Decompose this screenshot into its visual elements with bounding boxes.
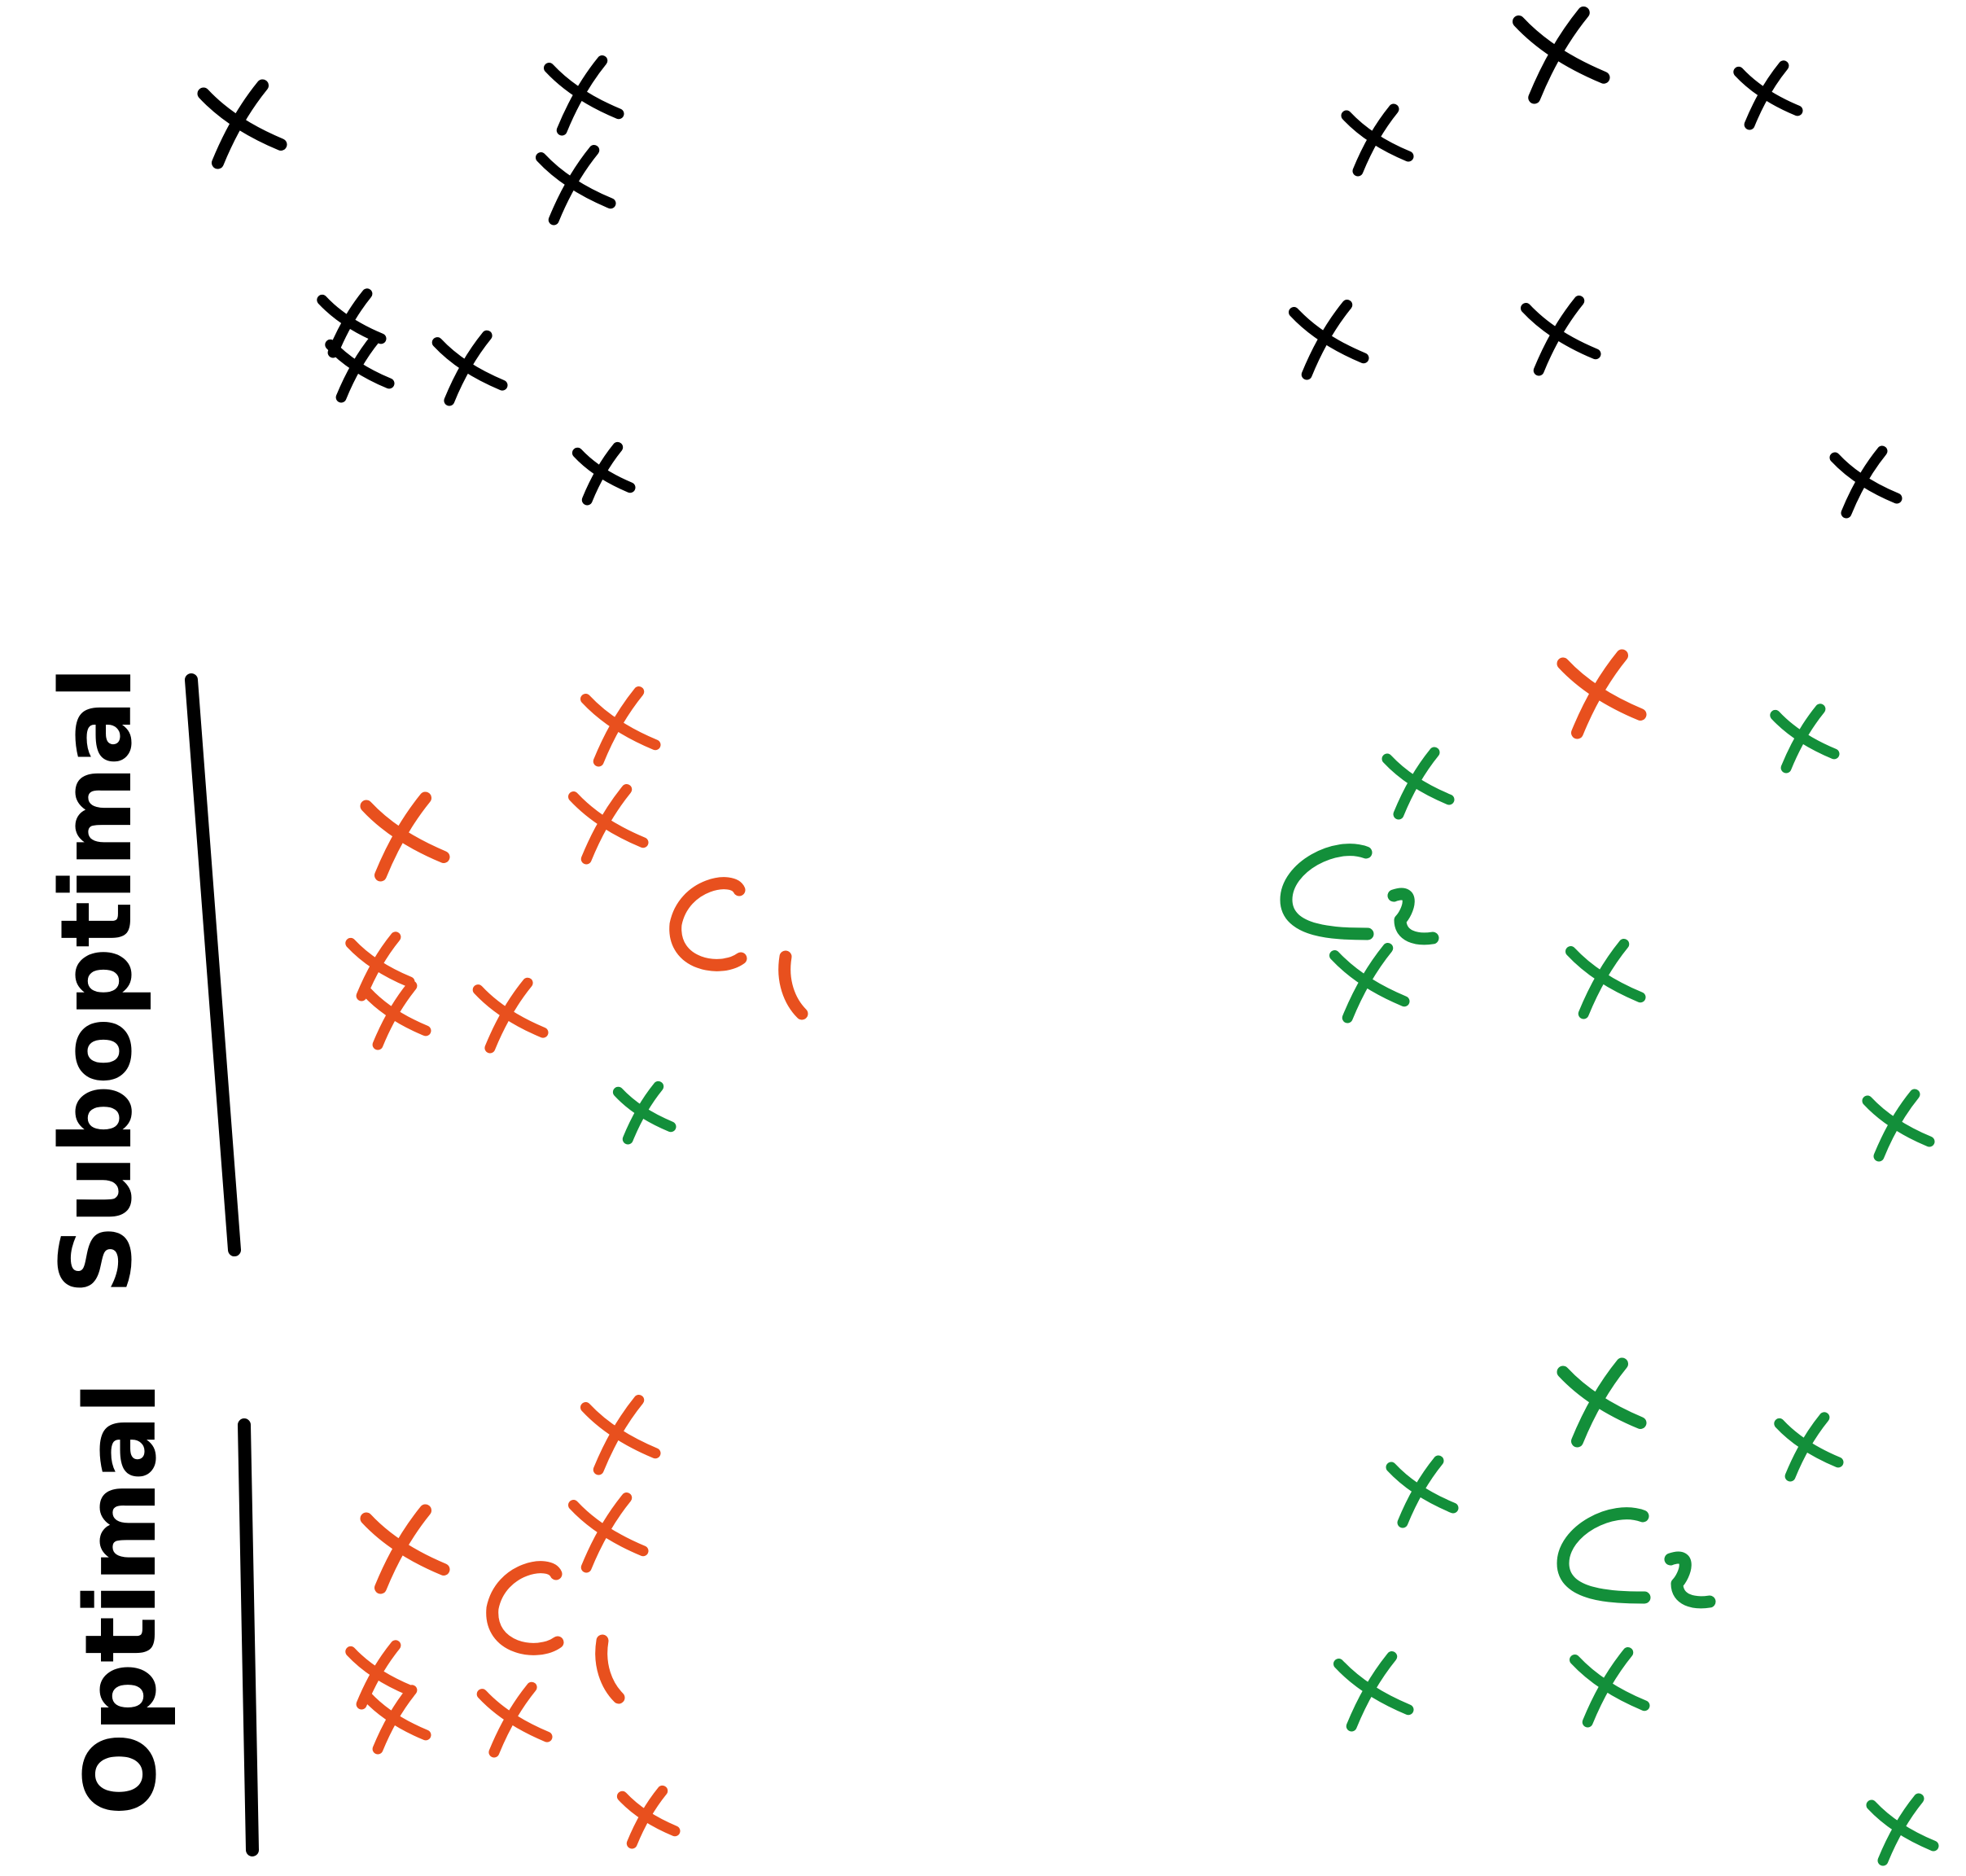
divider-line-suboptimal	[185, 673, 241, 1256]
data-point-middle-right-2	[1770, 704, 1840, 774]
data-point-middle-right-4	[1329, 943, 1410, 1023]
data-point-middle-right-6	[1862, 1089, 1935, 1162]
data-point-bottom-left-3	[568, 1492, 649, 1573]
data-point-middle-left-2	[580, 686, 661, 767]
label-suboptimal: Suboptimal	[41, 666, 154, 1295]
data-point-top-left-3	[536, 145, 616, 226]
data-point-top-right-6	[1829, 445, 1903, 519]
data-point-bottom-left-7	[616, 1785, 681, 1849]
data-point-middle-right-1	[1557, 649, 1647, 739]
data-point-middle-right-5	[1565, 939, 1646, 1019]
data-point-top-right-5	[1521, 296, 1601, 376]
data-point-middle-left-4	[345, 931, 415, 1002]
points-layer	[197, 7, 1939, 1866]
label-optimal: Optimal	[65, 1381, 178, 1816]
data-point-middle-left-1	[360, 791, 450, 882]
data-point-middle-left-6	[472, 977, 549, 1054]
data-point-bottom-right-5	[1570, 1647, 1650, 1728]
data-point-bottom-right-3	[1386, 1455, 1459, 1528]
data-point-top-left-7	[571, 441, 636, 506]
data-point-bottom-left-2	[580, 1395, 661, 1475]
centroid-bottom-left-orange	[486, 1561, 625, 1704]
data-point-middle-left-7	[612, 1080, 676, 1145]
row-label-optimal: Optimal	[65, 1381, 259, 1856]
data-point-top-left-6	[431, 330, 508, 406]
data-point-top-left-2	[544, 55, 624, 136]
data-point-bottom-left-4	[345, 1640, 415, 1710]
data-point-bottom-left-5	[361, 1685, 431, 1755]
data-point-bottom-right-2	[1774, 1412, 1844, 1482]
data-point-bottom-right-1	[1557, 1357, 1647, 1448]
data-point-bottom-left-1	[360, 1504, 450, 1594]
data-point-bottom-left-6	[476, 1681, 553, 1758]
data-point-middle-left-3	[568, 784, 649, 865]
data-point-top-right-2	[1733, 60, 1803, 130]
data-point-bottom-right-6	[1866, 1793, 1939, 1866]
data-point-middle-left-5	[361, 980, 431, 1050]
centroid-bottom-right-green	[1557, 1507, 1716, 1609]
data-point-top-right-4	[1289, 300, 1369, 380]
divider-line-optimal	[238, 1418, 259, 1856]
row-label-suboptimal: Suboptimal	[41, 666, 241, 1295]
data-point-top-right-3	[1341, 103, 1414, 177]
data-point-top-left-5	[325, 333, 395, 403]
centroid-middle-left-orange	[669, 877, 808, 1020]
data-point-middle-right-3	[1381, 747, 1455, 820]
data-point-top-right-1	[1513, 7, 1610, 104]
centroid-middle-right-green	[1280, 844, 1439, 945]
centroids-layer	[486, 844, 1716, 1704]
data-point-top-left-1	[197, 79, 287, 169]
data-point-bottom-right-4	[1333, 1651, 1414, 1732]
